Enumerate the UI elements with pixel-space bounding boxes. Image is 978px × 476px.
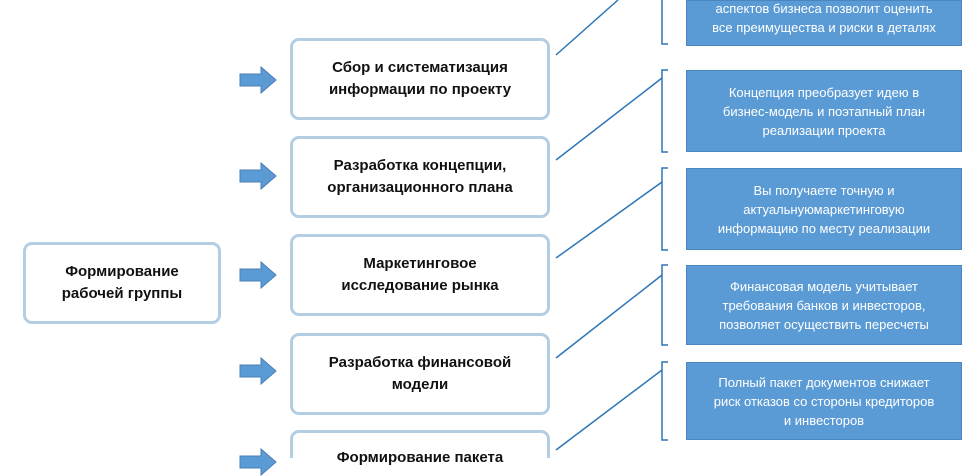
note-5-line-3: и инвесторов xyxy=(783,412,865,428)
note-box-4: Финансовая модель учитывает требования б… xyxy=(686,265,962,345)
step-3-line-2: исследование рынка xyxy=(341,277,499,294)
note-box-5: Полный пакет документов снижает риск отк… xyxy=(686,362,962,440)
note-2-line-1: Концепция преобразует идею в xyxy=(728,84,920,100)
bracket-5 xyxy=(661,361,668,441)
arrow-right-icon xyxy=(239,261,277,289)
connector-line-4 xyxy=(555,274,663,359)
bracket-4 xyxy=(661,264,668,346)
step-4-line-2: модели xyxy=(391,376,449,393)
note-3-line-3: информацию по месту реализации xyxy=(717,220,931,236)
note-box-3: Вы получаете точную и актуальнуюмаркетин… xyxy=(686,168,962,250)
step-box-5: Формирование пакета xyxy=(290,430,550,466)
note-5-line-2: риск отказов со стороны кредиторов xyxy=(713,393,935,409)
note-1-line-2: все преимущества и риски в деталях xyxy=(712,20,936,35)
left-box-line-2: рабочей группы xyxy=(61,285,183,302)
note-4-line-3: позволяет осуществить пересчеты xyxy=(719,316,929,332)
connector-line-5 xyxy=(555,369,663,451)
note-4-line-1: Финансовая модель учитывает xyxy=(729,278,919,294)
step-2-line-2: организационного плана xyxy=(327,179,513,196)
left-box-line-1: Формирование xyxy=(65,263,179,280)
step-2-line-1: Разработка концепции, xyxy=(333,157,507,174)
note-1-line-1: аспектов бизнеса позволит оценить xyxy=(715,1,933,16)
note-4-line-2: требования банков и инвесторов, xyxy=(722,297,926,313)
step-box-2: Разработка концепции, организационного п… xyxy=(290,136,550,218)
step-4-line-1: Разработка финансовой xyxy=(328,354,512,371)
note-3-line-2: актуальнуюмаркетинговую xyxy=(743,201,905,217)
note-2-line-2: бизнес-модель и поэтапный план xyxy=(722,103,926,119)
step-1-line-1: Сбор и систематизация xyxy=(332,59,508,76)
bracket-3 xyxy=(661,167,668,251)
note-box-2: Концепция преобразует идею в бизнес-моде… xyxy=(686,70,962,152)
workflow-diagram: Формирование рабочей группы Сбор и систе… xyxy=(23,0,962,476)
arrow-right-icon xyxy=(239,66,277,94)
note-3-line-1: Вы получаете точную и xyxy=(753,182,895,198)
step-1-line-2: информации по проекту xyxy=(328,81,512,98)
connector-line-2 xyxy=(555,77,663,161)
bracket-1 xyxy=(661,0,668,45)
note-2-line-3: реализации проекта xyxy=(762,122,886,138)
arrow-right-icon xyxy=(239,357,277,385)
step-box-4: Разработка финансовой модели xyxy=(290,333,550,415)
left-box-work-group: Формирование рабочей группы xyxy=(23,242,221,324)
connector-line-1 xyxy=(555,0,619,56)
step-box-3: Маркетинговое исследование рынка xyxy=(290,234,550,316)
step-5-line-1: Формирование пакета xyxy=(336,449,504,466)
step-box-1: Сбор и систематизация информации по прое… xyxy=(290,38,550,120)
note-5-line-1: Полный пакет документов снижает xyxy=(718,374,930,390)
bracket-2 xyxy=(661,69,668,153)
arrow-right-icon xyxy=(239,162,277,190)
note-box-1: аспектов бизнеса позволит оценить все пр… xyxy=(686,0,962,46)
step-3-line-1: Маркетинговое xyxy=(363,255,477,272)
connector-line-3 xyxy=(555,181,663,259)
connectors xyxy=(555,0,668,451)
arrow-right-icon xyxy=(239,448,277,476)
